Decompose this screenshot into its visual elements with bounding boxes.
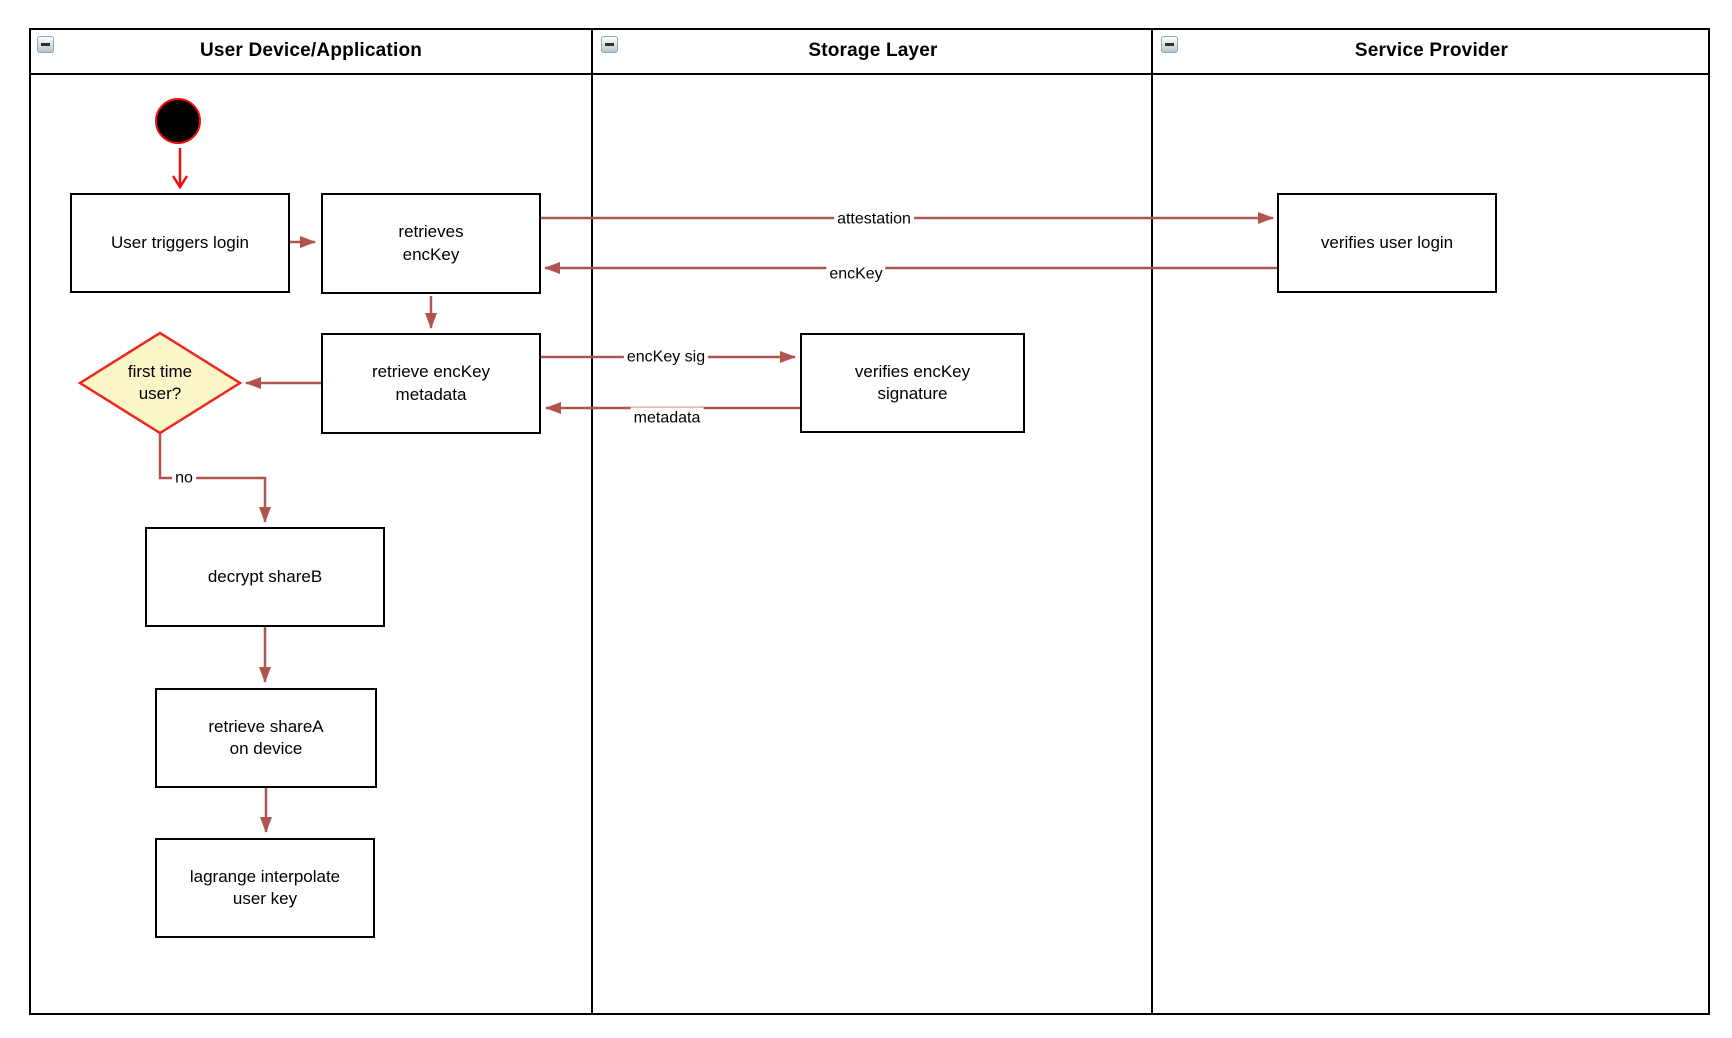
lane-title-storage-layer: Storage Layer [808,39,938,61]
decision-diamond[interactable] [76,329,244,437]
lane-header-service-provider[interactable]: Service Provider [1153,28,1710,75]
node-decrypt-shareb[interactable]: decrypt shareB [145,527,385,627]
minus-icon [41,43,50,46]
lane-divider-1 [591,28,593,1015]
decision-label: first time user? [127,361,193,403]
node-retrieves-enckey[interactable]: retrieves encKey [321,193,541,294]
minus-icon [605,43,614,46]
node-lagrange-interpolate[interactable]: lagrange interpolate user key [155,838,375,938]
node-verifies-user-login[interactable]: verifies user login [1277,193,1497,293]
edge-label-no: no [172,467,196,489]
collapse-icon[interactable] [1161,36,1178,53]
minus-icon [1165,43,1174,46]
collapse-icon[interactable] [601,36,618,53]
lane-divider-2 [1151,28,1153,1015]
edge-label-enckey: encKey [826,263,886,285]
collapse-icon[interactable] [37,36,54,53]
node-retrieve-enckey-metadata[interactable]: retrieve encKey metadata [321,333,541,434]
lane-title-service-provider: Service Provider [1354,39,1509,61]
edge-label-metadata: metadata [630,407,704,429]
edge-label-enckey-sig: encKey sig [623,346,709,368]
edge-label-attestation: attestation [834,208,914,230]
node-retrieve-sharea[interactable]: retrieve shareA on device [155,688,377,788]
node-user-triggers-login[interactable]: User triggers login [70,193,290,293]
lane-title-user-device: User Device/Application [199,39,423,61]
start-node[interactable] [155,98,201,144]
node-verifies-enckey-signature[interactable]: verifies encKey signature [800,333,1025,433]
lane-header-storage-layer[interactable]: Storage Layer [593,28,1153,75]
lane-header-user-device[interactable]: User Device/Application [29,28,593,75]
